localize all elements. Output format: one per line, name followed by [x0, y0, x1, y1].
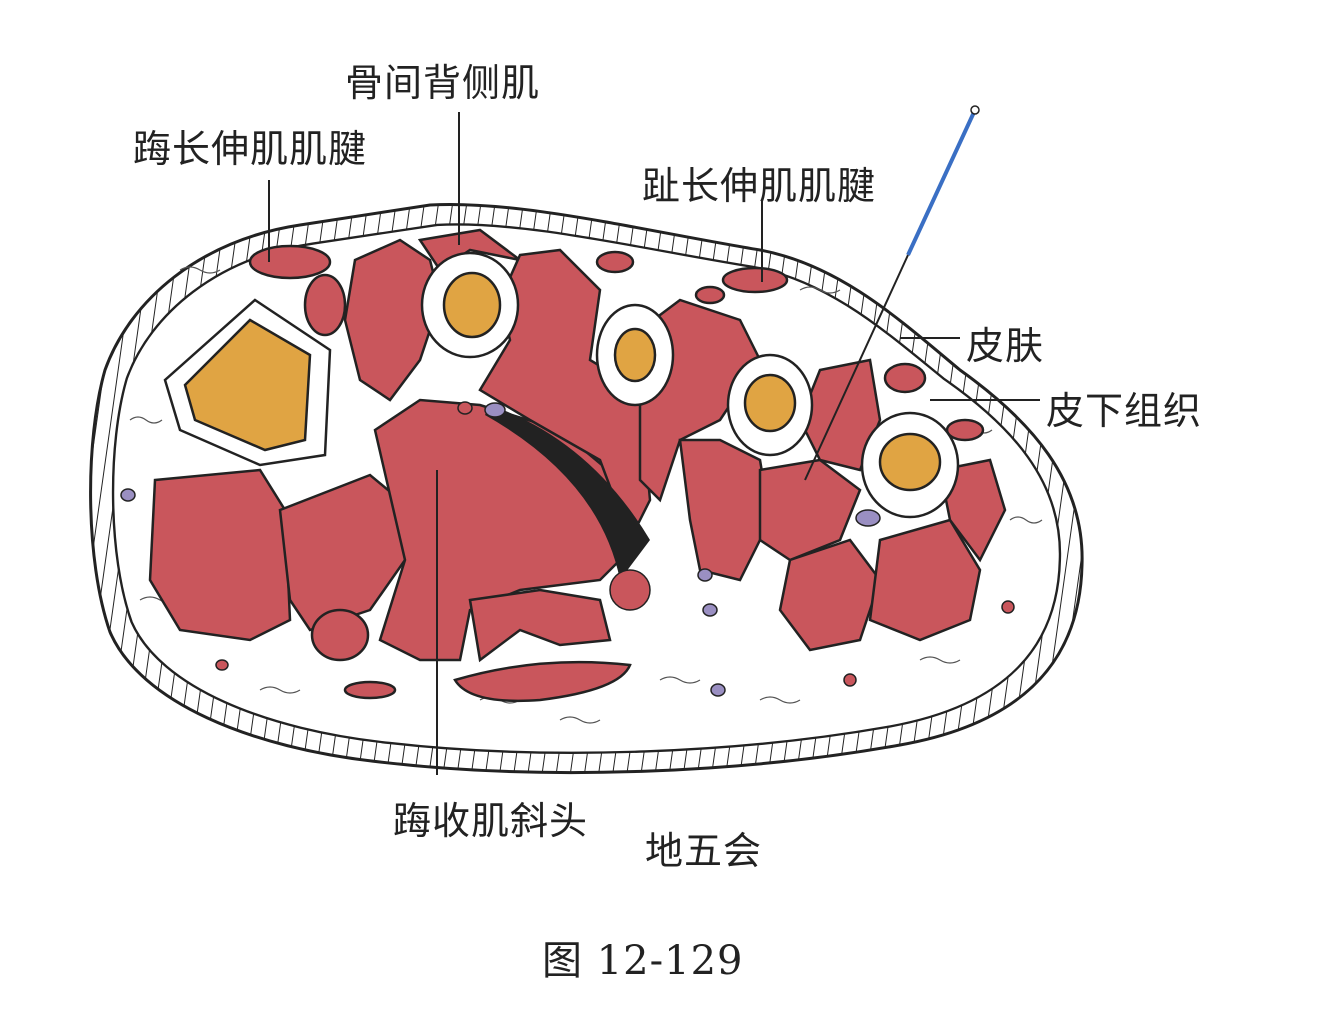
muscle — [278, 473, 407, 632]
label-skin: 皮肤 — [966, 324, 1045, 368]
label-acupoint: 地五会 — [645, 829, 763, 873]
muscles — [148, 228, 1007, 703]
figure-caption: 图 12-129 — [542, 938, 744, 984]
muscle — [468, 588, 612, 663]
edl-tendon — [721, 266, 789, 294]
ehl-tendon — [248, 244, 332, 280]
muscle — [343, 238, 442, 402]
muscle — [678, 438, 772, 582]
needle — [804, 105, 980, 481]
muscle — [453, 660, 632, 703]
label-ehl-tendon: 踇长伸肌肌腱 — [133, 127, 368, 171]
bones — [163, 251, 960, 519]
vessels — [120, 401, 1015, 697]
muscle — [778, 538, 882, 652]
label-subcutaneous: 皮下组织 — [1046, 389, 1203, 433]
label-edl-tendon: 趾长伸肌肌腱 — [642, 164, 877, 208]
label-interossei-dorsales: 骨间背侧肌 — [345, 61, 541, 105]
label-adductor-oblique: 踇收肌斜头 — [393, 799, 589, 843]
interosseous-membrane — [485, 405, 650, 580]
leader-lines — [268, 112, 1040, 775]
muscle — [883, 362, 927, 394]
muscle — [148, 468, 292, 642]
muscle — [303, 273, 347, 337]
muscle — [310, 608, 370, 662]
muscle — [938, 458, 1007, 563]
